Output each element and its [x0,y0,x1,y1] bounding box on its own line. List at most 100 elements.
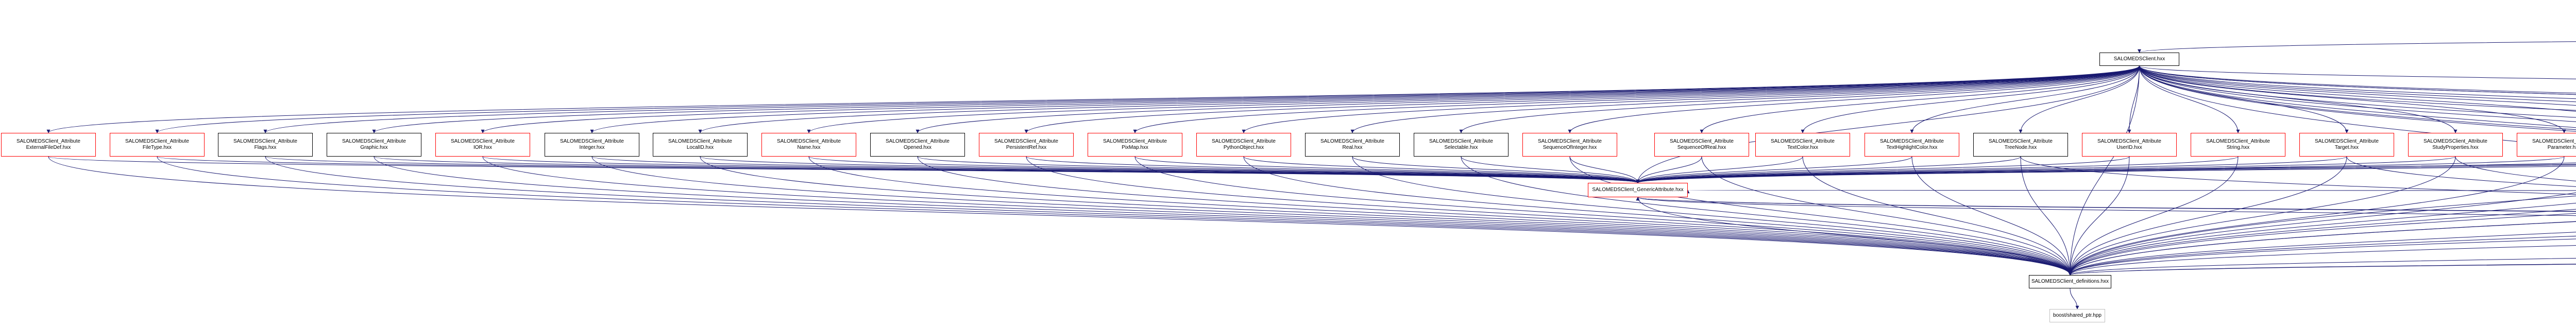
node-label-line: Target.hxx [2334,145,2359,150]
edge-client-to-usecaseit [2139,65,2576,118]
edge-sobject-to-definitions [2068,258,2576,276]
edge-a_real-to-definitions [1352,156,2072,276]
edge-client-to-a_pyobj [1242,65,2140,133]
node-label-line: PythonObject.hxx [1223,145,1264,150]
node-label-line: SequenceOfInteger.hxx [1543,145,1597,150]
edge-definitions-to-boost [2070,288,2079,310]
node-label-line: TextHighlightColor.hxx [1886,145,1938,150]
edge-a_tblreal-to-generic [1636,197,2576,212]
edge-client-to-a_string [2139,65,2240,133]
edge-a_comment-to-definitions [2068,192,2576,276]
edge-client-to-a_treenode [2019,65,2140,133]
edge-a_string-to-definitions [2068,156,2239,276]
edge-a_filetype-to-definitions [157,156,2072,276]
node-label-line: SALOMEDSClient_Attribute [1212,139,1276,144]
node-label-line: SALOMEDSClient_Attribute [342,139,406,144]
node-label-line: FileType.hxx [142,145,172,150]
node-label-line: SALOMEDSClient_Attribute [2315,139,2379,144]
edge-a_seqreal-to-definitions [1701,156,2072,276]
node-definitions[interactable]: SALOMEDSClient_definitions.hxx [2029,275,2111,288]
edge-a_userid-to-generic [1636,156,2130,183]
edge-a_studyprops-to-definitions [2068,156,2456,276]
edge-studybuilder-to-definitions [2068,213,2576,276]
edge-client-to-a_ior [481,65,2140,133]
edge-a_filetype-to-generic [157,156,1639,183]
node-generic[interactable]: SALOMEDSClient_GenericAttribute.hxx [1588,183,1688,197]
edge-client-to-a_filetype [155,65,2140,133]
node-label-line: Selectable.hxx [1444,145,1478,150]
node-a-parameter[interactable]: SALOMEDSClient_AttributeParameter.hxx [2517,133,2576,157]
node-label-line: SALOMEDSClient_Attribute [1538,139,1602,144]
edge-a_opened-to-generic [917,156,1640,183]
edge-client-to-generic [1636,65,2140,183]
edge-a_ior-to-generic [482,156,1639,183]
node-label-line: Graphic.hxx [360,145,388,150]
edge-a_integer-to-definitions [591,156,2072,276]
edge-client-to-a_persref [1024,65,2140,133]
node-label-line: SALOMEDSClient_Attribute [125,139,189,144]
edge-a_studyprops-to-sobject [2455,156,2576,181]
edge-client-to-a_graphic [372,65,2140,133]
edge-client-to-a_tblint [2139,65,2576,132]
edge-client-to-childit [2139,65,2576,128]
node-label-line: SALOMEDSClient_Attribute [1989,139,2053,144]
node-label-line: SALOMEDSClient_Attribute [1670,139,1734,144]
edge-a_drawable-to-definitions [2068,202,2576,276]
node-label-line: Name.hxx [797,145,821,150]
edge-childit-to-definitions [2068,232,2576,276]
edge-a_name-to-generic [808,156,1640,183]
node-label-line: SALOMEDSClient_Attribute [233,139,297,144]
edge-client-to-a_textcolor [1801,65,2140,133]
node-label-line: ExternalFileDef.hxx [26,145,71,150]
edge-client-to-a_selectable [1459,65,2140,133]
edge-usecaseit-to-definitions [2068,238,2576,276]
edge-a_selectable-to-definitions [1461,156,2072,276]
edge-a_opened-to-definitions [917,156,2072,276]
node-label-line: PixMap.hxx [1122,145,1148,150]
node-label-line: SALOMEDSClient_Attribute [668,139,732,144]
node-label-line: SALOMEDSClient_Attribute [451,139,515,144]
edge-a_expandable-to-definitions [2068,209,2576,276]
edge-client-to-usecasebuilder [2139,65,2576,95]
node-label-line: SALOMEDSClient_Attribute [1103,139,1167,144]
edge-client-to-a_flags [263,65,2140,133]
edge-client-to-sobject [2139,65,2576,147]
edge-a_graphic-to-definitions [374,156,2072,276]
node-client[interactable]: SALOMEDSClient.hxx [2099,53,2179,66]
node-label-line: StudyProperties.hxx [2432,145,2479,150]
edge-a_textcolor-to-definitions [1802,156,2072,276]
edge-client-to-a_real [1350,65,2140,133]
edge-client-to-a_seqint [1568,65,2140,133]
edge-a_drawable-to-generic [1636,164,2576,183]
edge-a_integer-to-generic [591,156,1639,183]
edge-scompit-to-definitions [2068,221,2576,276]
node-label-line: Parameter.hxx [2547,145,2576,150]
edge-usecasebuilder-to-definitions [2068,221,2576,276]
node-label-line: SALOMEDSClient_Attribute [2532,139,2576,144]
node-label-line: SALOMEDSClient_Attribute [2097,139,2161,144]
node-label-line: SequenceOfReal.hxx [1677,145,1726,150]
